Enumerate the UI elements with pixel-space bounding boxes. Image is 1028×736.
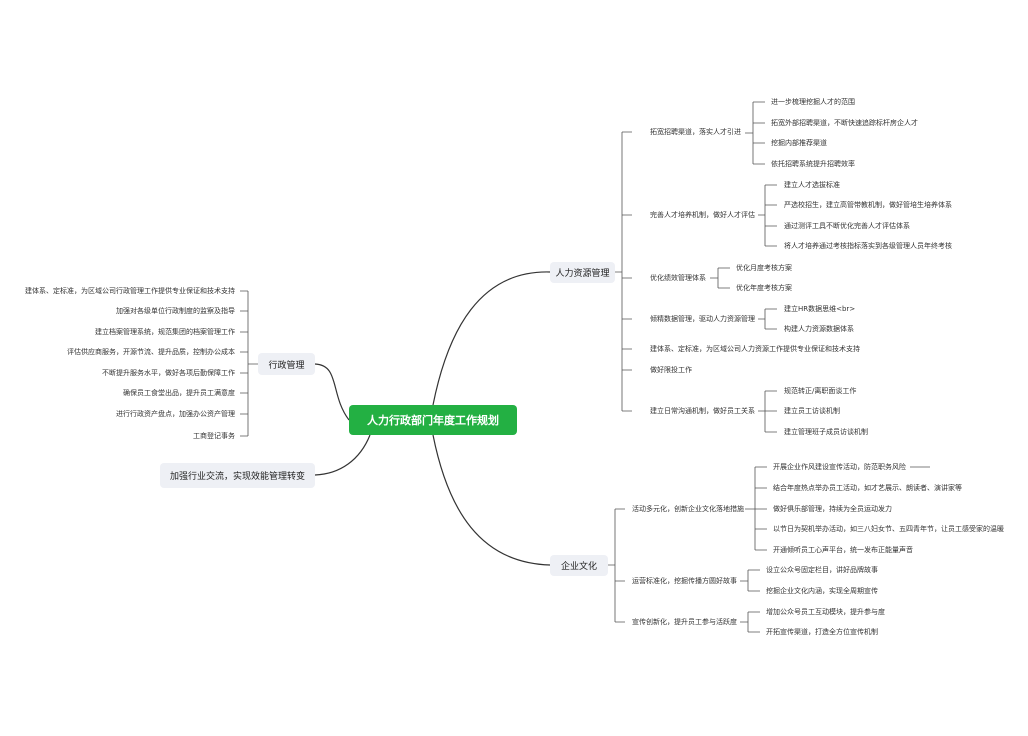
- hr-item[interactable]: 建立管理班子成员访谈机制: [784, 428, 868, 436]
- culture-item[interactable]: 设立公众号固定栏目，讲好品牌故事: [766, 566, 878, 574]
- hr-item[interactable]: 通过测评工具不断优化完善人才评估体系: [784, 222, 910, 230]
- admin-item[interactable]: 工商登记事务: [193, 432, 235, 440]
- hr-subtopic[interactable]: 倾精数据管理，驱动人力资源管理: [650, 315, 755, 323]
- hr-item[interactable]: 优化月度考核方案: [736, 264, 792, 272]
- culture-item[interactable]: 开通倾听员工心声平台，统一发布正能量声音: [773, 546, 913, 554]
- culture-item[interactable]: 开拓宣传渠道，打造全方位宣传机制: [766, 628, 878, 636]
- hr-subtopic[interactable]: 完善人才培养机制，做好人才评估: [650, 211, 755, 219]
- culture-subtopic[interactable]: 活动多元化，创新企业文化落地措施: [632, 505, 744, 513]
- hr-group3-bracket: [710, 267, 730, 289]
- hr-subtopic[interactable]: 优化绩效管理体系: [650, 274, 706, 282]
- exchange-topic[interactable]: 加强行业交流，实现效能管理转变: [160, 463, 315, 488]
- hr-spine: [615, 131, 632, 412]
- culture-group1-bracket: [745, 466, 930, 551]
- culture-item[interactable]: 以节日为契机举办活动，如三八妇女节、五四青年节，让员工感受家的温暖: [773, 525, 1004, 533]
- admin-item[interactable]: 进行行政资产盘点，加强办公资产管理: [116, 410, 235, 418]
- hr-item[interactable]: 构建人力资源数据体系: [784, 325, 854, 333]
- hr-group4-bracket: [758, 308, 777, 330]
- culture-spine: [608, 508, 625, 623]
- hr-item[interactable]: 建立员工访谈机制: [784, 407, 840, 415]
- admin-topic[interactable]: 行政管理: [258, 353, 315, 375]
- hr-topic[interactable]: 人力资源管理: [550, 262, 615, 283]
- hr-item[interactable]: 拓宽外部招聘渠道，不断快速追踪标杆房企人才: [771, 119, 918, 127]
- hr-group2-bracket: [758, 184, 777, 247]
- hr-item[interactable]: 优化年度考核方案: [736, 284, 792, 292]
- admin-item[interactable]: 加强对各级单位行政制度的监察及指导: [116, 307, 235, 315]
- culture-subtopic[interactable]: 运营标准化，挖掘传播方圆好故事: [632, 577, 737, 585]
- hr-subtopic[interactable]: 建体系、定标准，为区域公司人力资源工作提供专业保证和技术支持: [650, 345, 860, 353]
- culture-item[interactable]: 增加公众号员工互动模块，提升参与度: [766, 608, 885, 616]
- root-topic[interactable]: 人力行政部门年度工作规划: [349, 405, 517, 435]
- admin-spine: [240, 290, 258, 437]
- culture-subtopic[interactable]: 宣传创新化，提升员工参与活跃度: [632, 618, 737, 626]
- culture-item[interactable]: 开展企业作风建设宣传活动，防范职务风险: [773, 463, 906, 471]
- hr-group7-bracket: [758, 390, 777, 433]
- root-to-hr-connector: [432, 271, 551, 406]
- hr-subtopic[interactable]: 做好限投工作: [650, 366, 692, 374]
- admin-item[interactable]: 确保员工食堂出品，提升员工满意度: [123, 389, 235, 397]
- hr-item[interactable]: 进一步梳理挖掘人才的范围: [771, 98, 855, 106]
- culture-group2-bracket: [740, 569, 760, 592]
- hr-item[interactable]: 建立HR数据思维<br>: [784, 305, 856, 313]
- hr-item[interactable]: 严选校招生，建立高管带教机制，做好管培生培养体系: [784, 201, 952, 209]
- hr-item[interactable]: 将人才培养通过考核指标落实到各级管理人员年终考核: [784, 242, 952, 250]
- hr-item[interactable]: 建立人才选拔标准: [784, 181, 840, 189]
- culture-group3-bracket: [740, 611, 760, 633]
- hr-item[interactable]: 挖掘内部推荐渠道: [771, 139, 827, 147]
- admin-item[interactable]: 不断提升服务水平，做好各项后勤保障工作: [102, 369, 235, 377]
- root-to-culture-connector: [432, 434, 551, 566]
- admin-item[interactable]: 评估供应商服务，开源节流、提升品质，控制办公成本: [67, 348, 235, 356]
- hr-item[interactable]: 依托招聘系统提升招聘效率: [771, 160, 855, 168]
- admin-item[interactable]: 建立档案管理系统，规范集团的档案管理工作: [95, 328, 235, 336]
- hr-subtopic[interactable]: 建立日常沟通机制，做好员工关系: [650, 407, 755, 415]
- admin-item[interactable]: 建体系、定标准，为区域公司行政管理工作提供专业保证和技术支持: [25, 287, 235, 295]
- hr-item[interactable]: 规范转正/离职面谈工作: [784, 387, 857, 395]
- root-to-exchange-connector: [314, 434, 371, 476]
- culture-item[interactable]: 做好俱乐部管理，持续为全员运动发力: [773, 505, 892, 513]
- culture-item[interactable]: 结合年度热点举办员工活动，如才艺展示、朗读者、演讲家等: [773, 484, 962, 492]
- hr-group1-bracket: [745, 101, 765, 165]
- hr-subtopic[interactable]: 拓宽招聘渠道，落实人才引进: [650, 128, 741, 136]
- culture-item[interactable]: 挖掘企业文化内涵，实现全周期宣传: [766, 587, 878, 595]
- root-to-admin-connector: [314, 363, 350, 421]
- culture-topic[interactable]: 企业文化: [550, 555, 608, 576]
